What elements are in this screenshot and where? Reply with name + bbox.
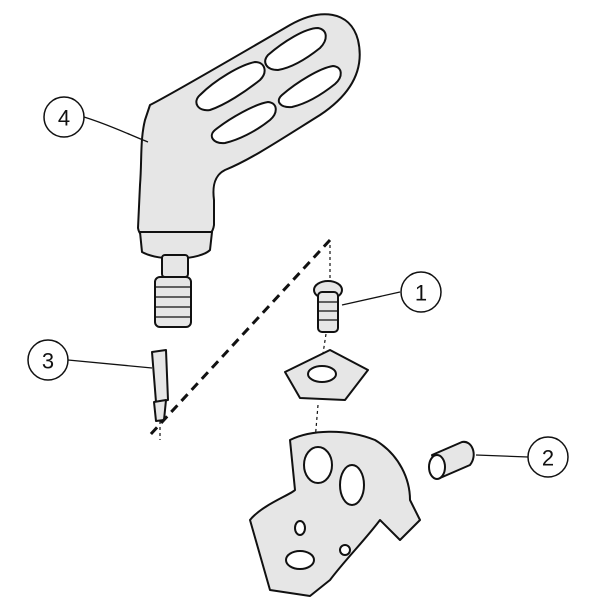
torx-bit	[151, 349, 169, 440]
callout-label-4: 4	[58, 106, 70, 131]
callout-label-1: 1	[415, 281, 427, 306]
axis-line	[304, 404, 319, 561]
tool-holder	[249, 430, 421, 597]
leader-line-2	[475, 454, 529, 458]
callout-3: 3	[27, 339, 69, 381]
leader-line-3	[67, 359, 153, 369]
screw	[313, 245, 343, 361]
leader-line-4	[83, 116, 149, 143]
cutting-insert	[284, 349, 369, 401]
leader-line-1	[341, 291, 401, 306]
key-handle	[137, 13, 361, 328]
callout-label-3: 3	[42, 349, 54, 374]
sleeve	[428, 440, 475, 480]
callout-4: 4	[43, 96, 85, 138]
callout-1: 1	[400, 271, 442, 313]
callout-label-2: 2	[542, 446, 554, 471]
callout-2: 2	[527, 436, 569, 478]
